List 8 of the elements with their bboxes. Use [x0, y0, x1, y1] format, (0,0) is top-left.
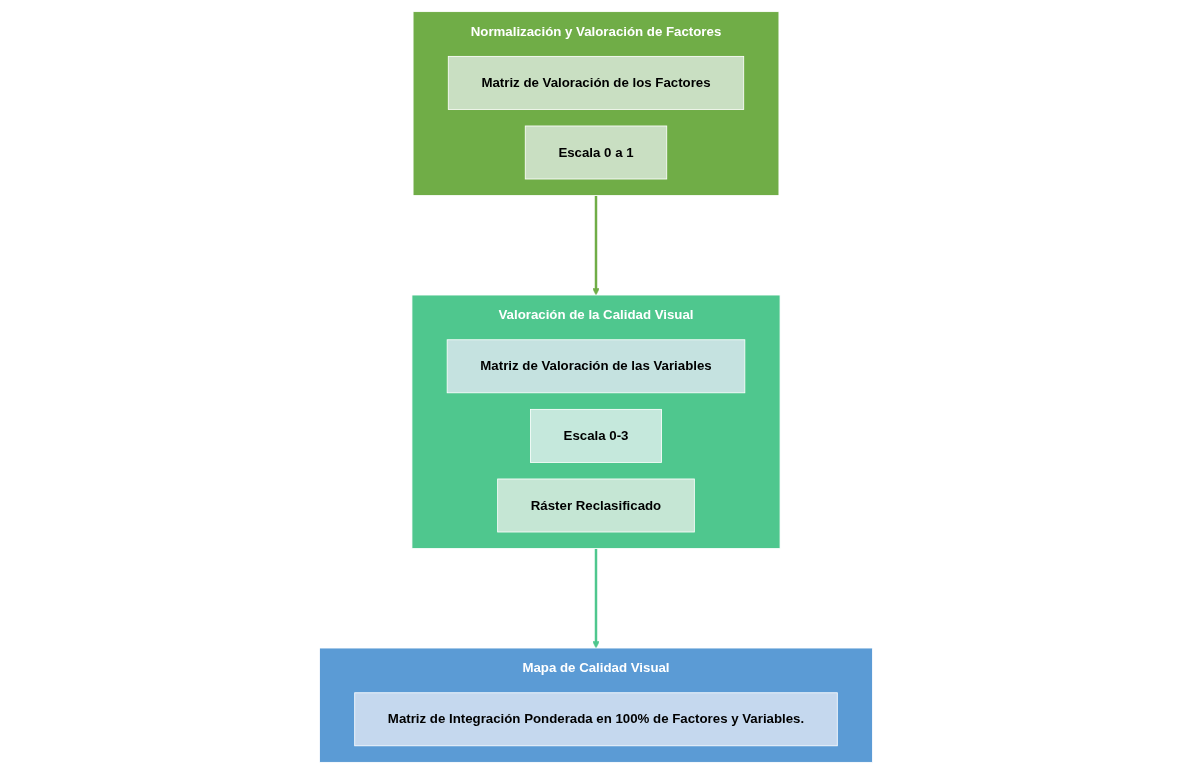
arrow [592, 548, 600, 649]
arrow [592, 195, 600, 296]
node-box: Matriz de Valoración de las Variables [446, 339, 746, 394]
node-box: Matriz de Integración Ponderada en 100% de Factores y Variables. [354, 692, 838, 747]
node-box: Escala 0-3 [530, 408, 662, 463]
node-box: Ráster Reclasificado [497, 478, 695, 533]
node-box: Matriz de Valoración de los Factores [447, 55, 745, 110]
node-box: Escala 0 a 1 [524, 125, 668, 180]
